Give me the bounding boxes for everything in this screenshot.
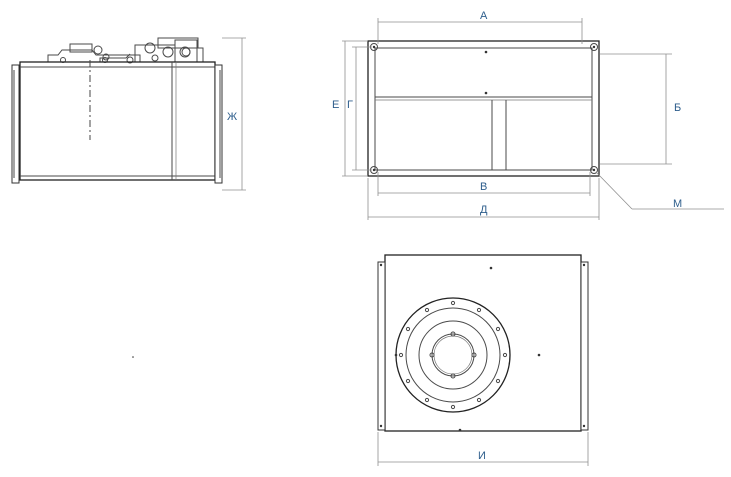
inlet-right-flange [580,261,589,431]
label-d: Д [480,204,488,216]
side-view-body [19,61,216,181]
inlet-view: И [132,254,589,466]
dimension-e: Е [332,40,368,177]
label-zh: Ж [227,111,237,123]
dimension-zh: Ж [222,37,246,191]
label-m: М [673,198,682,210]
right-flange [214,64,223,184]
front-view: А Б В Д Г [332,10,724,220]
label-b: Б [674,102,681,114]
label-e: Е [332,99,339,111]
dimension-a: А [377,10,583,44]
front-frame-outer [367,40,600,177]
left-flange [11,64,20,184]
dimension-g: Г [347,46,372,171]
label-a: А [480,10,488,22]
dimension-i: И [377,432,589,466]
side-view: Ж [11,37,246,191]
inlet-bolt-holes [398,300,508,410]
leader-m: М [595,171,724,210]
dimension-b: Б [600,53,681,165]
dimension-d: Д [367,178,600,220]
inlet-left-flange [377,261,386,431]
front-corner-holes [370,43,598,174]
label-v: В [480,181,487,193]
inlet-rings [395,297,511,413]
label-g: Г [347,99,353,111]
label-i: И [478,450,486,462]
dimension-v: В [377,172,591,196]
motor-assembly [47,37,204,64]
inlet-panel [384,254,582,432]
